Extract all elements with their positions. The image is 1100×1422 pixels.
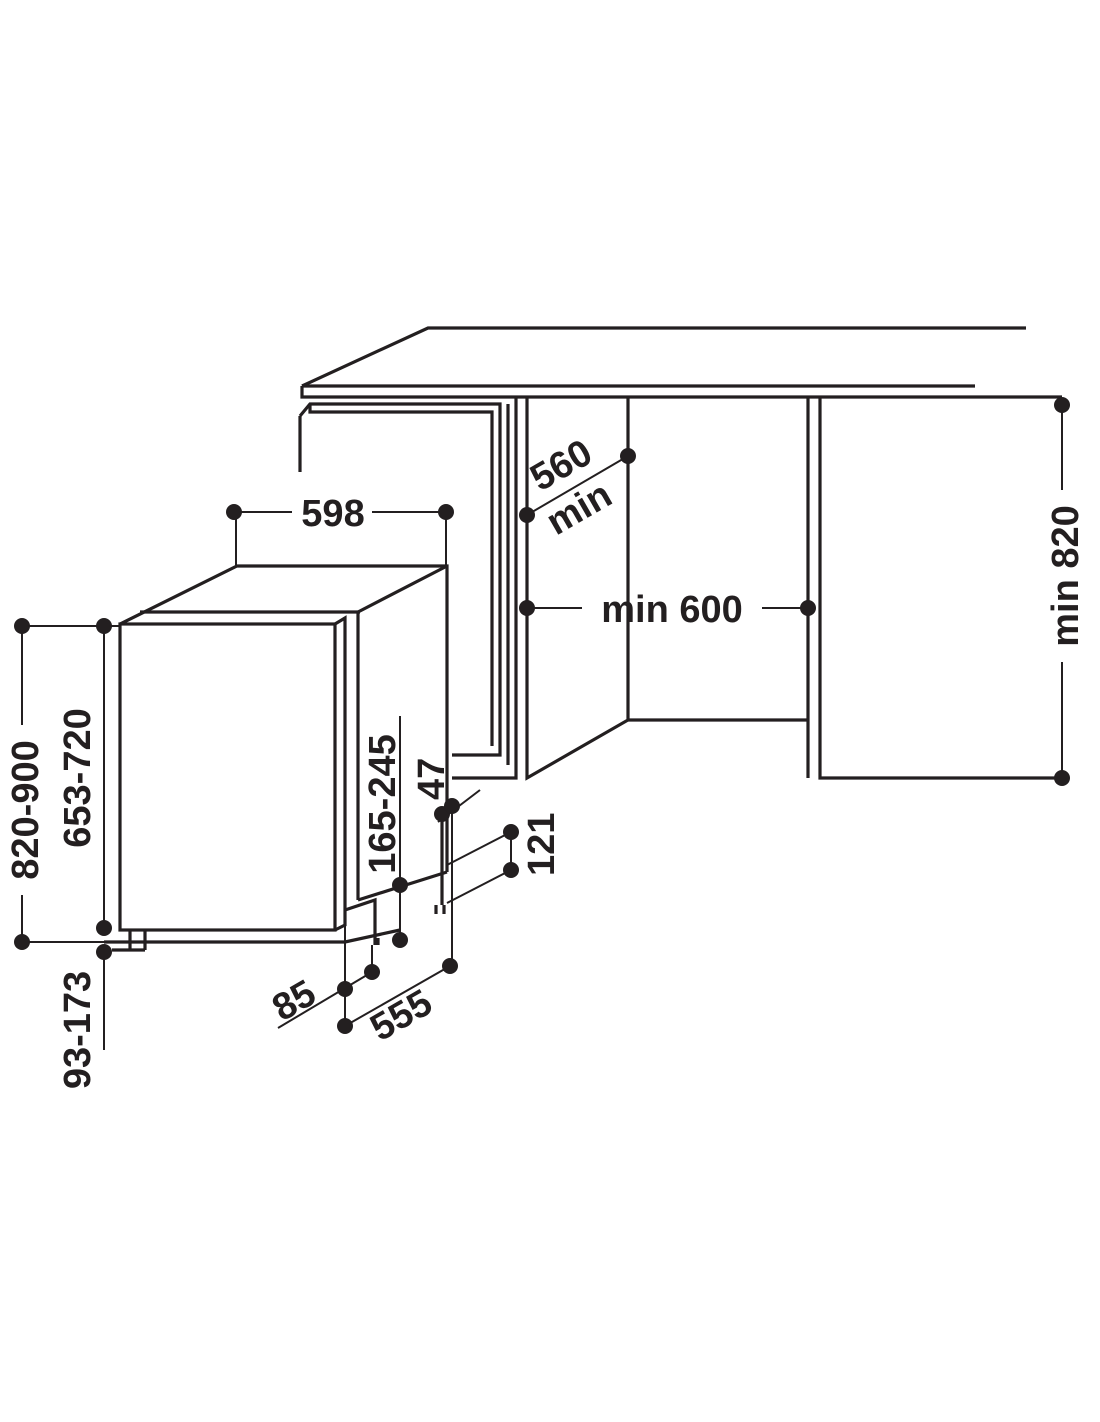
installation-niche [525,397,810,781]
label-door-gap: 165-245 [362,734,404,873]
left-cabinet [298,397,518,780]
label-toe-clearance: 47 [411,758,453,800]
dimension-door-gap: 165-245 [362,716,408,948]
dimension-niche-height: min 820 [1045,397,1087,786]
dimension-width: 598 [226,493,454,566]
dimension-niche-width: min 600 [519,589,816,631]
right-cabinet [818,397,1062,780]
label-width: 598 [301,493,364,535]
dimension-plinth-height: 93-173 [57,944,112,1089]
label-foot-height: 121 [521,813,563,876]
dimension-toe-clearance: 47 [411,758,481,823]
worktop [300,326,1062,399]
dimension-foot-height: 121 [446,813,563,904]
dimension-foot-setback: 85 [266,915,380,1030]
label-niche-width: min 600 [601,589,743,631]
label-niche-height: min 820 [1045,505,1087,647]
dimension-cabinet-depth: 560 min [519,432,636,544]
label-plinth-height: 93-173 [57,971,99,1089]
dimension-body-height: 653-720 [57,618,112,936]
label-foot-setback: 85 [266,972,324,1030]
label-body-height: 653-720 [57,708,99,847]
label-total-height: 820-900 [5,740,47,879]
label-depth: 555 [364,982,440,1050]
